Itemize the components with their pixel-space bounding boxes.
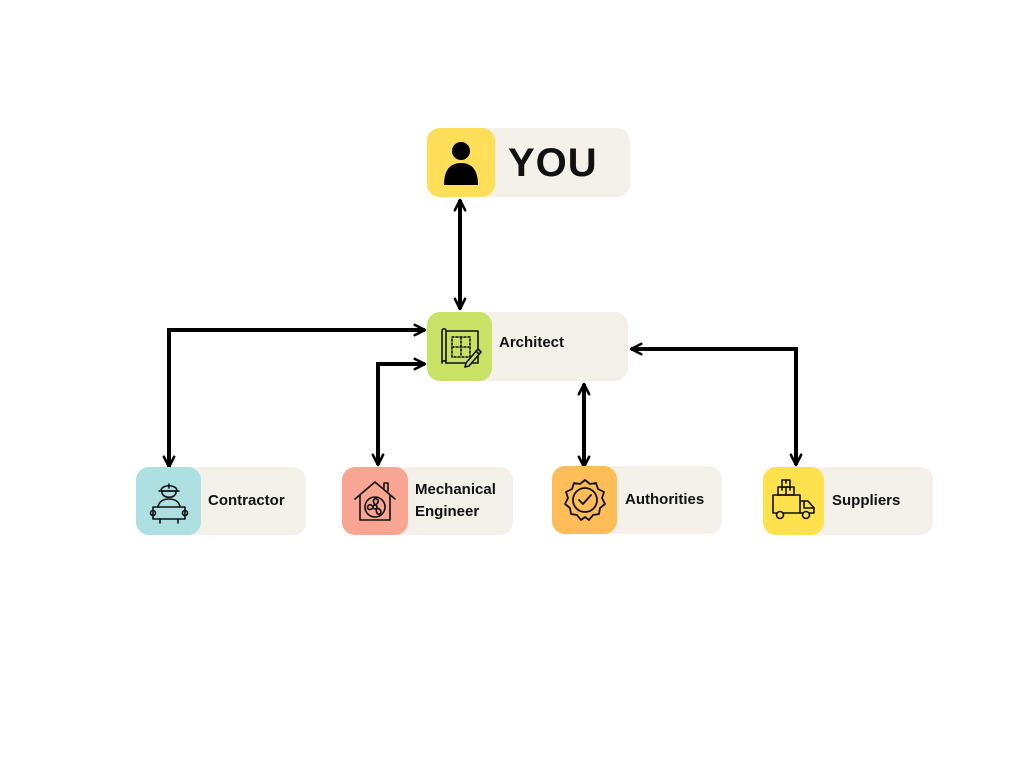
blueprint-icon	[440, 327, 482, 368]
node-contractor-label: Contractor	[208, 492, 285, 509]
node-you-tile	[427, 128, 495, 197]
node-you[interactable]: YOU	[427, 128, 630, 197]
edge-architect-contractor	[162, 323, 427, 469]
node-suppliers-tile	[763, 467, 824, 535]
node-mechanical-engineer-tile	[342, 467, 408, 535]
verified-badge-icon	[563, 479, 606, 521]
house-fan-icon	[354, 481, 396, 521]
node-architect-label: Architect	[499, 334, 565, 351]
construction-worker-icon	[149, 483, 188, 524]
node-mechanical-engineer[interactable]: Mechanical Engineer	[342, 467, 513, 535]
person-icon	[444, 141, 478, 185]
node-contractor-tile	[136, 467, 201, 535]
node-authorities[interactable]: Authorities	[552, 466, 722, 534]
delivery-truck-icon	[771, 479, 815, 520]
edge-architect-mechanical-engineer	[371, 357, 427, 467]
node-architect[interactable]: Architect	[427, 312, 628, 381]
node-you-label: YOU	[508, 141, 598, 185]
node-authorities-tile	[552, 466, 617, 534]
edge-architect-suppliers	[629, 342, 803, 467]
node-contractor[interactable]: Contractor	[136, 467, 306, 535]
node-suppliers[interactable]: Suppliers	[763, 467, 933, 535]
node-authorities-label: Authorities	[625, 491, 705, 508]
node-mechanical-engineer-label: Mechanical Engineer	[415, 481, 496, 520]
node-suppliers-label: Suppliers	[832, 492, 901, 509]
node-architect-tile	[427, 312, 492, 381]
